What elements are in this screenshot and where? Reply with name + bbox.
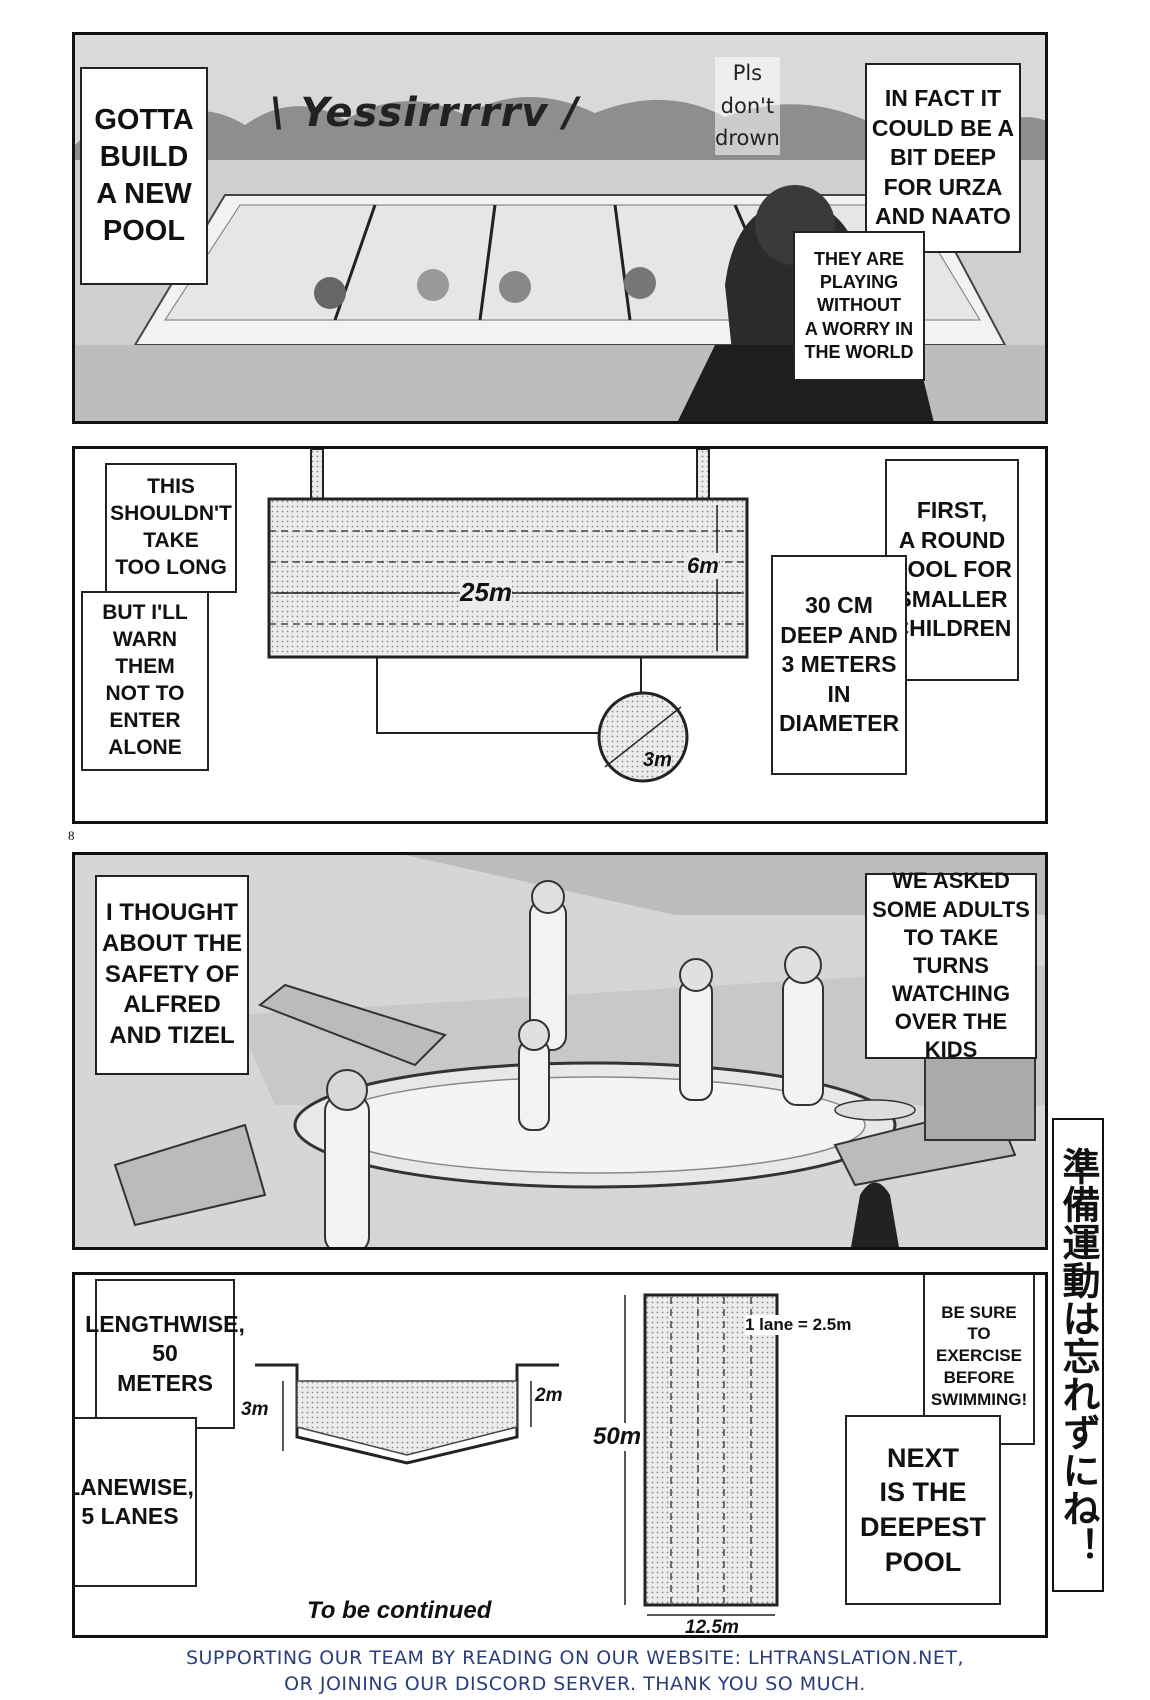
speech-bubble-lanewise: LANEWISE, 5 LANES (75, 1417, 197, 1587)
speech-bubble-shouldnt-take-long: THIS SHOULDN'T TAKE TOO LONG (105, 463, 237, 593)
credits-line-1: SUPPORTING OUR TEAM BY READING ON OUR WE… (185, 1647, 965, 1669)
speech-bubble-first-round-pool: FIRST, A ROUND POOL FOR SMALLER CHILDREN (885, 459, 1019, 681)
panel-4: 3m 2m 50m 1 lane = 2.5m 12.5m To be cont… (72, 1272, 1048, 1638)
panel-1: \ Yessirrrrrv / Pls don't drown GOTTA BU… (72, 32, 1048, 424)
dim-depth-3m: 3m (241, 1399, 269, 1421)
speech-bubble-lengthwise: LENGTHWISE, 50 METERS (85, 1279, 245, 1429)
speech-bubble-adults-watching: WE ASKED SOME ADULTS TO TAKE TURNS WATCH… (865, 868, 1037, 1062)
speech-bubble-gotta-build: GOTTA BUILD A NEW POOL (80, 67, 208, 285)
speech-bubble-safety: I THOUGHT ABOUT THE SAFETY OF ALFRED AND… (95, 875, 249, 1075)
pool-scene-illustration (75, 35, 1045, 421)
speech-bubble-warn-them: BUT I'LL WARN THEM NOT TO ENTER ALONE (81, 591, 209, 771)
side-vertical-text: 準備運動は忘れずにね！ (1052, 1118, 1104, 1592)
speech-bubble-30cm-deep: 30 CM DEEP AND 3 METERS IN DIAMETER (771, 555, 907, 775)
side-vertical-text-content: 準備運動は忘れずにね！ (1056, 1147, 1100, 1565)
dim-6m: 6m (687, 553, 719, 579)
speech-bubble-deepest-pool: NEXT IS THE DEEPEST POOL (845, 1415, 1001, 1605)
speech-bubble-playing: THEY ARE PLAYING WITHOUT A WORRY IN THE … (793, 231, 925, 381)
panel-3: I THOUGHT ABOUT THE SAFETY OF ALFRED AND… (72, 852, 1048, 1250)
sfx-yessir: \ Yessirrrrrv / (270, 90, 580, 136)
dim-50m: 50m (593, 1423, 642, 1451)
dim-12-5m: 12.5m (685, 1617, 739, 1638)
dim-lane-width: 1 lane = 2.5m (745, 1315, 852, 1335)
pool-diagram (267, 449, 749, 783)
page-number: 8 (68, 828, 75, 843)
panel-2: 25m 6m 3m THIS SHOULDN'T TAKE TOO LONG B… (72, 446, 1048, 824)
sfx-pls-dont-drown: Pls don't drown (715, 57, 780, 155)
to-be-continued: To be continued (307, 1597, 492, 1624)
dim-25m: 25m (460, 577, 513, 608)
dim-3m: 3m (643, 749, 672, 771)
dim-depth-2m: 2m (535, 1385, 563, 1406)
speech-bubble-in-fact: IN FACT IT COULD BE A BIT DEEP FOR URZA … (865, 63, 1021, 253)
credits-line-2: OR JOINING OUR DISCORD SERVER. THANK YOU… (284, 1673, 866, 1695)
